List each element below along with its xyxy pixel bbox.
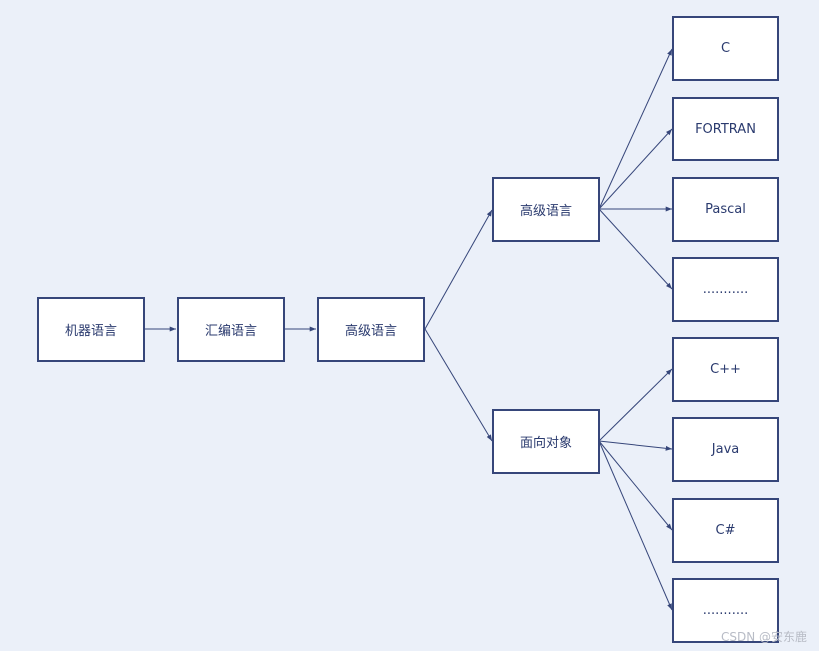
node-c: C	[672, 16, 779, 81]
node-fortran: FORTRAN	[672, 97, 779, 161]
node-csharp: C#	[672, 498, 779, 563]
node-cpp: C++	[672, 337, 779, 402]
arrow-oo-to-cpp	[598, 368, 673, 442]
arrow-branch-to-fortran	[598, 128, 673, 210]
node-high-level-branch: 高级语言	[492, 177, 600, 242]
node-machine-language: 机器语言	[37, 297, 145, 362]
arrow-branch-to-procedural-more	[598, 208, 673, 290]
watermark: CSDN @安东鹿	[720, 630, 807, 644]
node-java: Java	[672, 417, 779, 482]
arrow-branch-to-c	[598, 48, 673, 210]
node-pascal: Pascal	[672, 177, 779, 242]
arrow-oo-to-csharp	[598, 440, 673, 531]
node-procedural-more: ...........	[672, 257, 779, 322]
arrow-high-level-to-object-oriented	[424, 328, 493, 442]
arrow-oo-to-oo-more	[598, 440, 673, 611]
node-assembly-language: 汇编语言	[177, 297, 285, 362]
arrow-oo-to-java	[598, 440, 673, 451]
arrow-high-level-to-high-level-branch	[424, 209, 493, 330]
node-object-oriented: 面向对象	[492, 409, 600, 474]
node-high-level-language: 高级语言	[317, 297, 425, 362]
node-oo-more: ...........	[672, 578, 779, 643]
